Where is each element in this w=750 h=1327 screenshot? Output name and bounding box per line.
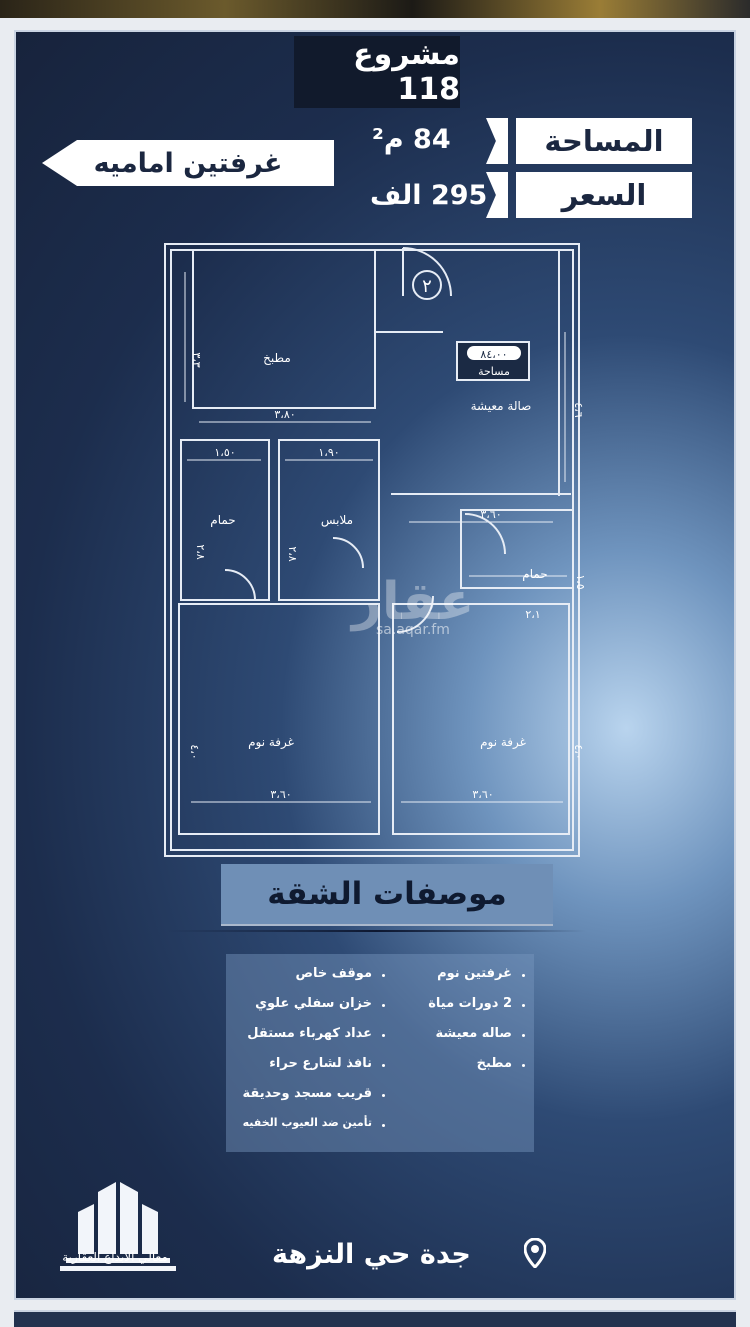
title-divider	[166, 930, 586, 932]
dim-living-h: ٤،٦	[572, 402, 585, 417]
spec-left-item: قريب مسجد وحديقة	[242, 1086, 372, 1101]
price-label: السعر	[516, 172, 692, 218]
bullet	[522, 1004, 525, 1007]
spec-left-item: تأمين ضد العيوب الخفيه	[242, 1116, 372, 1129]
bullet	[382, 1094, 385, 1097]
floor-plan: ٢ ٨٤،٠٠ مساحة مطبخ صالة معيشة حمام ملابس…	[151, 232, 591, 862]
dim-closet-w: ١،٩٠	[318, 446, 339, 459]
price-value: 295 الف	[370, 180, 488, 211]
area-pointer	[486, 118, 508, 164]
watermark-url: sa.aqar.fm	[376, 622, 450, 638]
dim-bath1-h: ٢،٨	[194, 544, 207, 559]
top-image-strip	[0, 0, 750, 18]
rooms-tag: غرفتين اماميه	[42, 140, 334, 186]
dim-kitchen-h: ٣،٣	[190, 352, 203, 367]
location-pin-icon	[524, 1238, 546, 1268]
spec-left-item: نافذ لشارع حراء	[269, 1056, 372, 1071]
bullet	[382, 1124, 385, 1127]
location-text: جدة حي النزهة	[272, 1239, 471, 1270]
spec-left-item: عداد كهرباء مستقل	[247, 1026, 372, 1041]
dim-bed2-h: ٤،٠	[572, 744, 585, 759]
specs-panel: غرفتين نوم 2 دورات مياة صاله معيشة مطبخ …	[226, 954, 534, 1152]
room-bath-1: حمام	[210, 513, 235, 527]
plan-area-label: مساحة	[478, 365, 510, 378]
room-bedroom-1: غرفة نوم	[248, 735, 294, 750]
spec-left-item: خزان سفلي علوي	[255, 996, 372, 1011]
dim-bed2-w: ٣،٦٠	[472, 788, 493, 801]
spec-right-item: غرفتين نوم	[437, 966, 512, 981]
area-label: المساحة	[516, 118, 692, 164]
room-bedroom-2: غرفة نوم	[480, 735, 526, 750]
company-name: معالي الابداع العقارية	[62, 1250, 168, 1264]
area-value: 84 م²	[372, 124, 451, 155]
bullet	[522, 1064, 525, 1067]
room-bath-2: حمام	[522, 567, 547, 581]
bullet	[522, 1034, 525, 1037]
dim-closet-h: ٢،٨	[286, 546, 299, 561]
spec-right-item: صاله معيشة	[435, 1026, 512, 1041]
price-pointer	[486, 172, 508, 218]
watermark-brand: عقار	[352, 572, 475, 632]
dim-kitchen-w: ٣،٨٠	[274, 408, 295, 421]
bullet	[522, 974, 525, 977]
room-living: صالة معيشة	[471, 399, 532, 413]
project-title: مشروع 118	[294, 36, 460, 108]
room-kitchen: مطبخ	[263, 351, 291, 365]
room-closet: ملابس	[321, 513, 353, 528]
dim-bath2-w: ٢،١	[525, 608, 540, 621]
company-logo-icon	[60, 1182, 176, 1271]
bullet	[382, 974, 385, 977]
bullet	[382, 1064, 385, 1067]
bullet	[382, 1034, 385, 1037]
bullet	[382, 1004, 385, 1007]
floor-number: ٢	[422, 276, 432, 297]
dim-living-w: ٣،٦٠	[480, 508, 501, 521]
property-poster: مشروع 118 المساحة 84 م² السعر 295 الف غر…	[14, 30, 736, 1300]
spec-right-item: مطبخ	[476, 1056, 512, 1071]
dim-bath1-w: ١،٥٠	[214, 446, 235, 459]
spec-left-item: موقف خاص	[295, 966, 372, 981]
dim-bed1-h: ٤،٠	[188, 744, 201, 759]
specs-title: موصفات الشقة	[221, 864, 553, 924]
plan-area-value: ٨٤،٠٠	[480, 348, 507, 361]
bottom-strip	[14, 1310, 736, 1327]
spec-right-item: 2 دورات مياة	[428, 996, 512, 1011]
dim-bath2-h: ١،٥	[574, 574, 587, 589]
dim-bed1-w: ٣،٦٠	[270, 788, 291, 801]
